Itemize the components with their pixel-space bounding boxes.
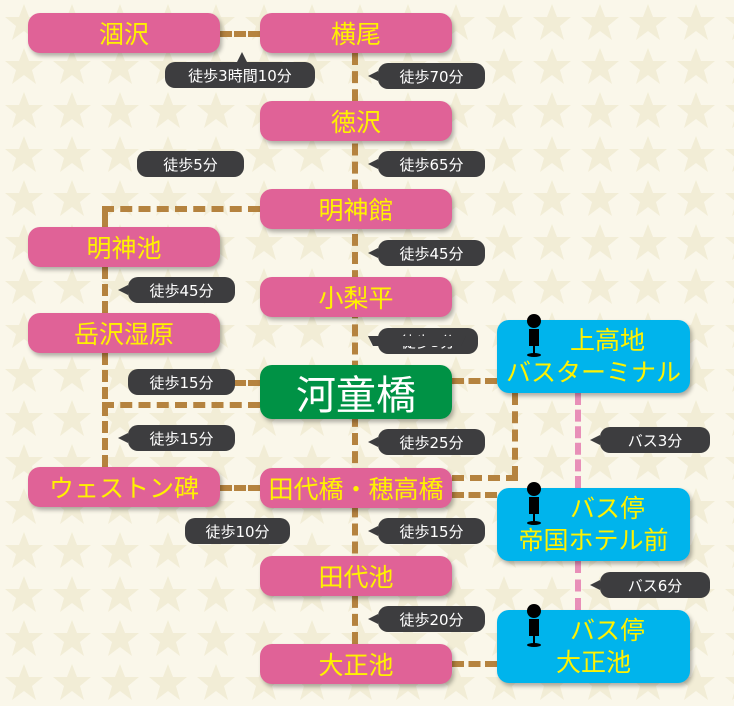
time-label: 徒歩15分 <box>118 425 235 451</box>
path-weston-tashiro <box>220 485 260 491</box>
path-dakesawa-kappa-2 <box>102 402 260 408</box>
node-dakesawa[interactable]: 岳沢湿原 <box>28 313 220 353</box>
node-myojinkan[interactable]: 明神館 <box>260 189 452 229</box>
node-label-line1: バス停 <box>569 615 645 645</box>
path-dakesawa-kappa-1 <box>220 380 260 386</box>
node-label-line1: 上高地 <box>569 325 645 355</box>
path-taisho-bus <box>452 661 497 667</box>
node-taishoike[interactable]: 大正池 <box>260 644 452 684</box>
node-karasawa[interactable]: 涸沢 <box>28 13 220 53</box>
node-label: 大正池 <box>318 651 394 680</box>
bus-time-label: バス3分 <box>590 427 710 453</box>
node-label: 徳沢 <box>330 108 381 137</box>
node-bus-imperial-hotel[interactable]: バス停 帝国ホテル前 <box>497 482 690 561</box>
node-tokusawa[interactable]: 徳沢 <box>260 101 452 141</box>
node-tashirobashi[interactable]: 田代橋・穂高橋 <box>260 468 452 508</box>
node-label: 小梨平 <box>318 284 394 313</box>
time-label: 徒歩25分 <box>368 429 485 455</box>
time-label: 徒歩5分 <box>137 151 244 177</box>
node-bus-terminal[interactable]: 上高地 バスターミナル <box>497 314 690 393</box>
node-tashiroike[interactable]: 田代池 <box>260 556 452 596</box>
node-label: 岳沢湿原 <box>73 320 174 349</box>
node-label: 明神館 <box>318 196 394 225</box>
node-bus-taishoike[interactable]: バス停 大正池 <box>497 604 690 683</box>
node-label-line2: 大正池 <box>555 647 631 677</box>
bus-line-imperial-taisho <box>575 561 581 610</box>
path-tashiro-imperial <box>452 492 497 498</box>
path-tashiro-right-1 <box>452 475 518 481</box>
time-label: 徒歩3時間10分 <box>165 52 315 88</box>
node-label: 涸沢 <box>98 20 149 49</box>
node-myojinike[interactable]: 明神池 <box>28 227 220 267</box>
path-main-vertical <box>352 53 358 644</box>
node-label: 明神池 <box>86 234 162 263</box>
bus-stop-icon <box>527 604 541 647</box>
node-label: ウェストン碑 <box>48 474 199 503</box>
time-label: 徒歩15分 <box>368 518 485 544</box>
path-myojinkan-myojinike <box>102 206 260 212</box>
node-yokoo[interactable]: 横尾 <box>260 13 452 53</box>
node-label: 田代橋・穂高橋 <box>268 475 444 504</box>
time-label: 徒歩10分 <box>185 518 290 544</box>
path-left-vertical-2 <box>102 267 108 313</box>
time-label: 徒歩5分 <box>368 328 478 354</box>
time-label: 徒歩65分 <box>368 151 485 177</box>
bus-stop-icon <box>527 482 541 525</box>
node-label-line2: 帝国ホテル前 <box>518 525 669 555</box>
path-left-vertical-3 <box>102 353 108 467</box>
node-label-line2: バスターミナル <box>505 357 681 387</box>
time-label: 徒歩45分 <box>118 277 235 303</box>
node-weston[interactable]: ウェストン碑 <box>28 467 220 507</box>
node-label: 横尾 <box>330 20 381 49</box>
path-kappa-busterminal <box>452 378 497 384</box>
node-konashidaira[interactable]: 小梨平 <box>260 277 452 317</box>
path-karasawa-yokoo <box>220 31 260 37</box>
path-busterminal-tashiro <box>512 393 518 478</box>
time-label: 徒歩15分 <box>128 369 235 395</box>
node-kappabashi[interactable]: 河童橋 <box>260 365 452 419</box>
node-label: 河童橋 <box>296 373 416 419</box>
bus-stop-icon <box>527 314 541 357</box>
node-label: 田代池 <box>318 563 394 592</box>
time-label: 徒歩45分 <box>368 240 485 266</box>
bus-time-label: バス6分 <box>590 572 710 598</box>
node-label-line1: バス停 <box>569 493 645 523</box>
time-label: 徒歩20分 <box>368 606 485 632</box>
bus-line-terminal-imperial <box>575 393 581 488</box>
path-left-vertical-1 <box>102 206 108 227</box>
time-label: 徒歩70分 <box>368 63 485 89</box>
